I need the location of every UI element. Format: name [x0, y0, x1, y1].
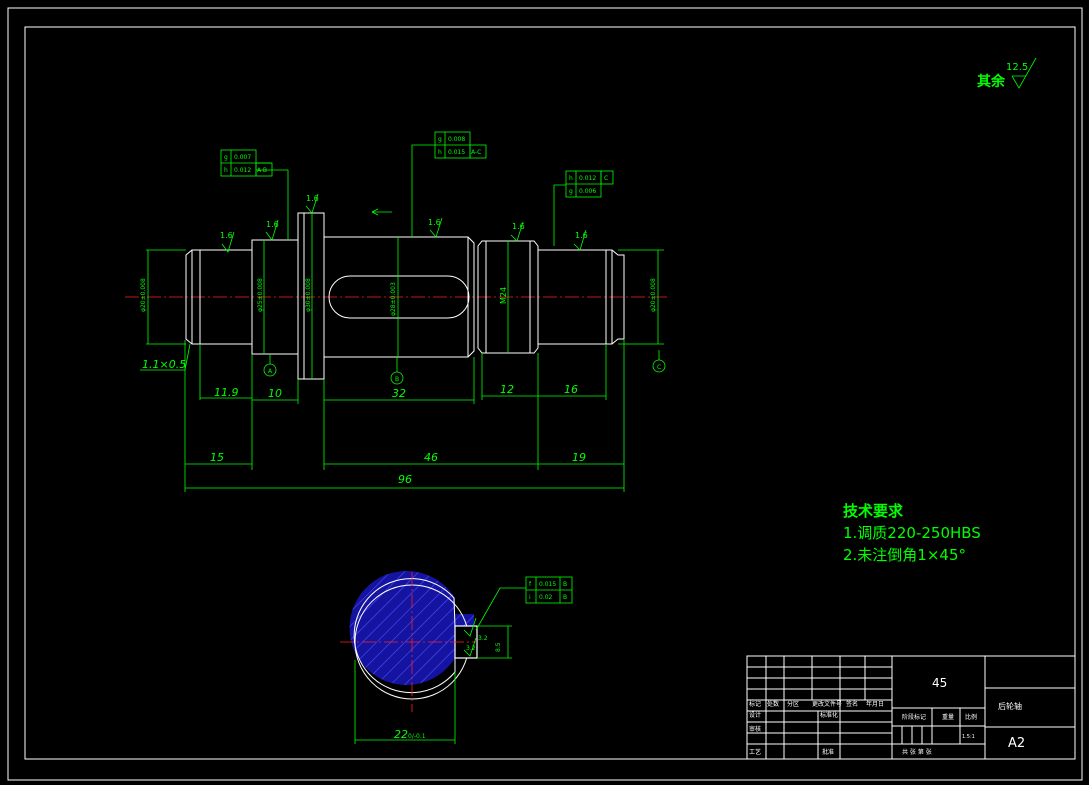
svg-text:审核: 审核: [749, 725, 761, 733]
dimension-lines: [140, 144, 664, 492]
svg-text:3.2: 3.2: [466, 645, 476, 652]
svg-text:f: f: [529, 581, 532, 588]
outer-frame: [7, 7, 1083, 781]
svg-text:A: A: [268, 368, 273, 375]
svg-text:0.012: 0.012: [234, 167, 251, 174]
svg-text:处数: 处数: [767, 700, 779, 708]
svg-text:11.9: 11.9: [214, 386, 239, 399]
svg-text:更改文件号: 更改文件号: [812, 700, 842, 708]
svg-text:g: g: [438, 136, 442, 143]
svg-text:10: 10: [268, 387, 282, 400]
svg-text:g: g: [224, 154, 228, 161]
svg-text:96: 96: [398, 473, 412, 486]
svg-text:32: 32: [392, 387, 406, 400]
svg-text:0/-0.1: 0/-0.1: [408, 733, 426, 740]
title-block: [746, 655, 1076, 760]
inner-frame: [24, 26, 1076, 760]
svg-text:B: B: [395, 376, 399, 383]
svg-text:阶段标记: 阶段标记: [902, 713, 926, 721]
svg-text:1.6: 1.6: [428, 218, 441, 227]
section-view: 3.2 3.2 8.5 22 0/-0.1: [340, 570, 526, 744]
svg-text:1.调质220-250HBS: 1.调质220-250HBS: [843, 524, 981, 542]
svg-text:C: C: [604, 175, 608, 182]
technical-requirements: 技术要求 1.调质220-250HBS 2.未注倒角1×45°: [843, 502, 981, 564]
svg-text:0.015: 0.015: [539, 581, 556, 588]
svg-text:8.5: 8.5: [495, 642, 502, 652]
svg-text:16: 16: [564, 383, 578, 396]
svg-text:1.1×0.5: 1.1×0.5: [142, 358, 186, 371]
svg-text:年月日: 年月日: [866, 700, 884, 708]
svg-text:0.007: 0.007: [234, 154, 251, 161]
svg-text:45: 45: [932, 676, 947, 690]
roughness-labels: 1.6 1.6 1.6 1.6 1.6 1.6: [220, 194, 588, 240]
svg-text:A-B: A-B: [257, 167, 267, 174]
svg-text:0.012: 0.012: [579, 175, 596, 182]
svg-text:1.5:1: 1.5:1: [962, 734, 975, 740]
shaft-outline: [185, 212, 625, 380]
tolerance-frame-right: h 0.012 C g 0.006: [565, 170, 614, 198]
svg-text:0.02: 0.02: [539, 594, 553, 601]
dimension-texts: 1.1×0.5 11.9 10 32 12 16 15 46 19 96: [142, 358, 586, 486]
svg-text:0.006: 0.006: [579, 188, 596, 195]
svg-text:B: B: [563, 594, 567, 601]
svg-text:1.6: 1.6: [306, 194, 319, 203]
datum-c: C: [652, 359, 666, 373]
svg-text:3.2: 3.2: [478, 635, 488, 642]
svg-text:46: 46: [424, 451, 438, 464]
tolerance-frame-section: f 0.015 B i 0.02 B: [525, 576, 573, 604]
svg-text:A-C: A-C: [471, 149, 481, 156]
roughness-rest: 其余 12.5: [977, 57, 1037, 90]
svg-text:12: 12: [500, 383, 514, 396]
svg-text:分区: 分区: [787, 700, 799, 708]
diameter-d1: φ20±0.008: [140, 278, 147, 312]
svg-text:技术要求: 技术要求: [843, 502, 904, 520]
svg-text:22: 22: [394, 728, 408, 741]
svg-text:C: C: [657, 364, 661, 371]
diameter-d2: φ25±0.008: [257, 278, 264, 312]
svg-text:1.6: 1.6: [575, 231, 588, 240]
svg-text:标记: 标记: [749, 700, 761, 708]
svg-text:h: h: [224, 167, 228, 174]
svg-text:i: i: [529, 594, 531, 601]
diameter-d5: φ20±0.008: [650, 278, 657, 312]
diameter-d3: φ30±0.008: [305, 278, 312, 312]
svg-text:1.6: 1.6: [220, 231, 233, 240]
svg-text:15: 15: [210, 451, 224, 464]
svg-text:19: 19: [572, 451, 586, 464]
svg-text:h: h: [438, 149, 442, 156]
svg-text:0.015: 0.015: [448, 149, 465, 156]
svg-text:批准: 批准: [822, 748, 834, 756]
svg-text:工艺: 工艺: [749, 748, 761, 756]
tolerance-frame-left: g 0.007 h 0.012 A-B: [220, 149, 273, 177]
datum-a: A: [263, 363, 277, 377]
svg-text:1.6: 1.6: [266, 220, 279, 229]
diameter-d4: φ28±0.003: [390, 282, 397, 316]
svg-text:设计: 设计: [749, 711, 761, 719]
svg-text:标准化: 标准化: [820, 711, 838, 719]
svg-text:2.未注倒角1×45°: 2.未注倒角1×45°: [843, 546, 966, 564]
roughness-marks: [221, 193, 587, 253]
svg-text:A2: A2: [1008, 736, 1025, 751]
title-block-text: 45 后轮轴 A2 1.5:1 标记 处数 分区 更改文件号 签名 年月日 设计…: [749, 676, 1025, 756]
svg-text:1.6: 1.6: [512, 222, 525, 231]
svg-text:后轮轴: 后轮轴: [998, 701, 1022, 711]
datum-b: B: [390, 371, 404, 385]
thread-label: M24: [499, 287, 508, 304]
svg-text:签名: 签名: [846, 700, 858, 708]
svg-text:h: h: [569, 175, 573, 182]
svg-text:重量: 重量: [942, 713, 954, 721]
svg-text:其余: 其余: [977, 73, 1006, 90]
svg-text:0.008: 0.008: [448, 136, 465, 143]
svg-text:比例: 比例: [965, 713, 977, 721]
svg-text:B: B: [563, 581, 567, 588]
svg-text:g: g: [569, 188, 573, 195]
tolerance-frame-middle: g 0.008 h 0.015 A-C: [434, 131, 487, 159]
svg-text:12.5: 12.5: [1006, 62, 1028, 73]
svg-text:共 张 第 张: 共 张 第 张: [902, 748, 932, 756]
